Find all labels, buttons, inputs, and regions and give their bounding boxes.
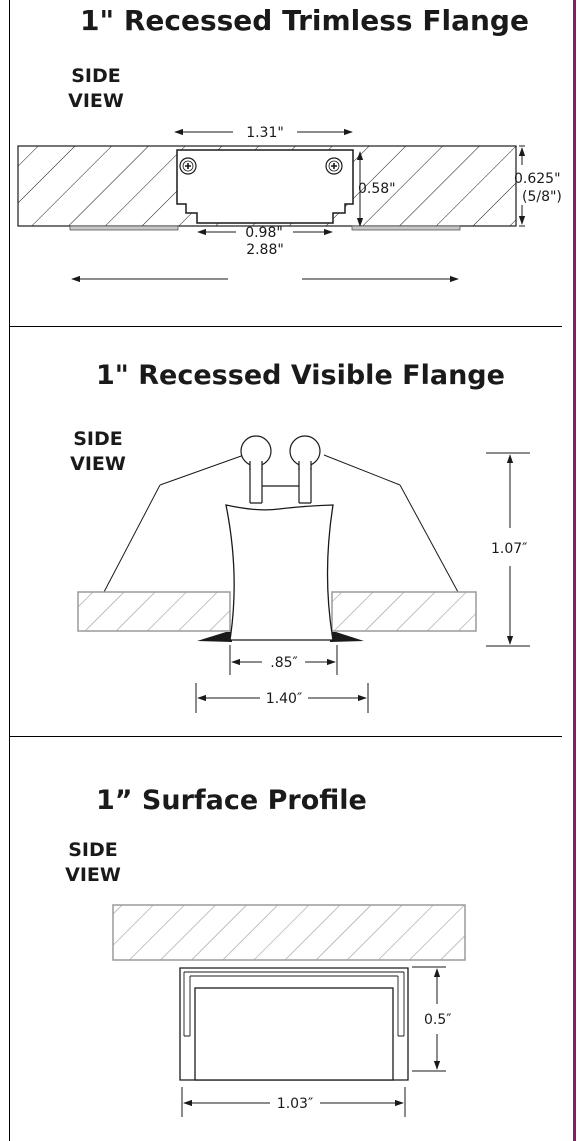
substrate-section [77,591,231,632]
dimension-height: 1.07″ [486,452,530,647]
spring-clip-left [159,454,245,486]
ceiling-substrate [112,904,466,961]
dimension-label: 0.5″ [424,1012,452,1028]
dimension-label: 1.03″ [277,1096,313,1112]
side-view-label: SIDE VIEW [68,65,124,112]
accent-edge-bar [573,0,576,1141]
section-title-surface-profile: 1” Surface Profile [96,785,367,816]
dimension-depth: 0.625" (5/8") [514,145,562,227]
section-divider [9,326,562,327]
dimension-overall-width: 2.88" [71,242,459,283]
dimension-label: 1.31" [246,125,284,141]
section-title-visible-flange: 1" Recessed Visible Flange [96,360,505,391]
dimension-label: 0.98" [245,225,283,241]
flange-right [351,225,461,231]
substrate-section [331,591,477,632]
dimension-label: 0.58" [358,181,396,197]
trim-wedge-right [330,632,364,642]
dimension-label: .85″ [270,655,298,671]
spring-clip-right [399,484,459,593]
visible-flange-side-view: 1.07″ .85″ 1.40″ [77,435,530,713]
trimless-flange-side-view: 1.31" 0.58" 0.625" (5/8") 0.98" 2.88" [17,125,562,283]
left-border-line [9,0,10,1141]
dimension-height: 0.58" [356,151,396,227]
spring-clip-right [323,454,401,486]
screw-icon [179,157,197,175]
dimension-top-width: 1.31" [174,125,353,141]
dimension-width: 1.03″ [181,1087,406,1117]
section-title-trimless: 1" Recessed Trimless Flange [80,4,529,37]
dimension-label: 0.625" [514,171,561,187]
diffuser-lens [194,987,394,1081]
side-view-label: SIDE VIEW [65,839,121,886]
section-divider [9,736,562,737]
dimension-label: (5/8") [522,189,562,205]
channel-body [176,149,354,224]
trim-wedge-left [197,632,232,642]
side-view-label: SIDE VIEW [70,428,126,475]
dimension-height: 0.5″ [412,966,452,1072]
flange-left [69,225,179,231]
dimension-inner-width: .85″ [229,645,338,675]
fixture-housing [225,504,334,641]
spring-clip-left [103,484,161,593]
screw-icon [325,157,343,175]
dimension-overall-width: 1.40″ [195,683,369,713]
mounting-bracket [249,461,312,504]
dimension-inner-width: 0.98" [197,225,333,241]
surface-profile-side-view: 0.5″ 1.03″ [112,904,466,1117]
dimension-label: 1.40″ [266,691,302,707]
dimension-label: 2.88" [246,242,284,258]
dimension-label: 1.07″ [491,541,527,557]
